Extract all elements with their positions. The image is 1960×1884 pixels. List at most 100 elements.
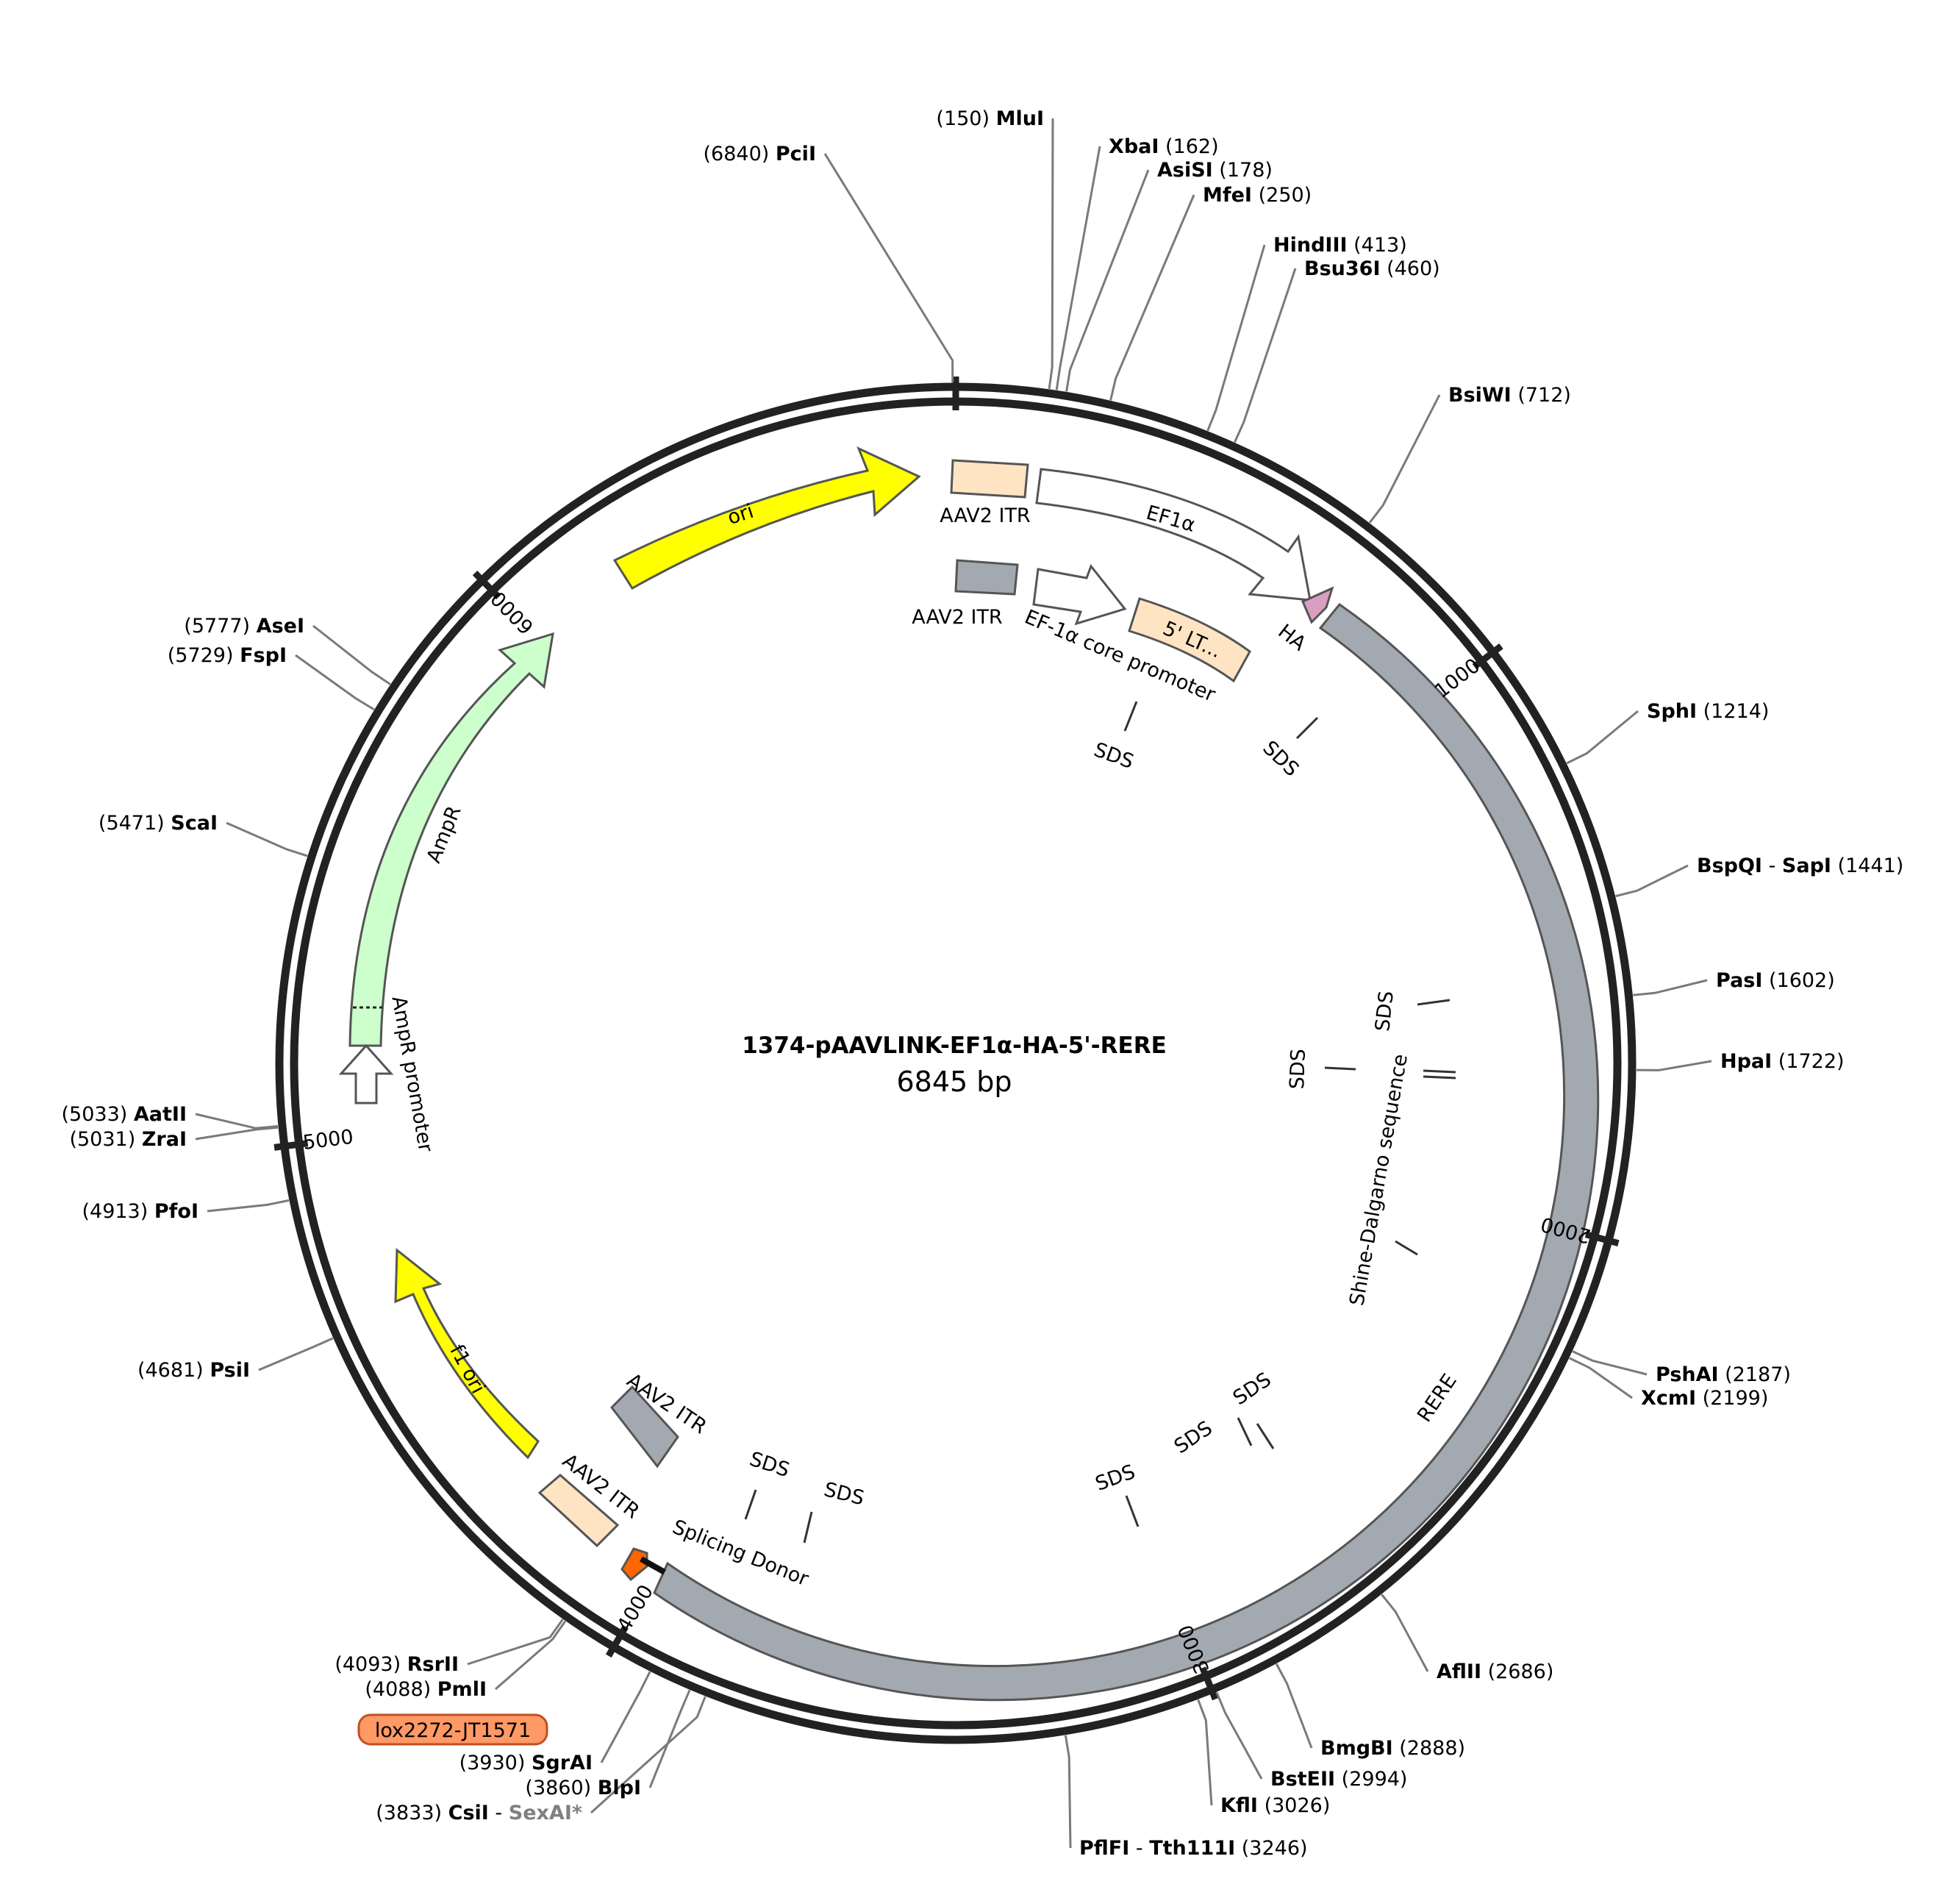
site-csii[interactable]: (3833) CsiI - SexAI* — [376, 1802, 582, 1824]
site-leader — [258, 1337, 334, 1371]
site-aflii[interactable]: AflII (2686) — [1437, 1660, 1553, 1683]
site-asei[interactable]: (5777) AseI — [184, 615, 304, 638]
tick-mark — [1199, 1666, 1219, 1701]
site-bsiwi[interactable]: BsiWI (712) — [1448, 384, 1571, 407]
tick-mark — [273, 1140, 309, 1151]
label-rere: RERE — [1413, 1370, 1462, 1427]
site-hpai[interactable]: HpaI (1722) — [1720, 1050, 1845, 1073]
feature-aav2-itr-1[interactable] — [950, 459, 1029, 499]
site-leader — [1109, 194, 1195, 401]
sds-label: SDS — [1091, 738, 1137, 774]
sds-label: SDS — [1371, 990, 1398, 1032]
tick-mark — [1472, 643, 1503, 670]
sds-label: SDS — [1258, 737, 1303, 782]
sds-label: SDS — [822, 1478, 867, 1510]
label-aav2-itr-1: AAV2 ITR — [940, 504, 1030, 527]
site-leader — [590, 1696, 707, 1814]
label-aav2-itr-2: AAV2 ITR — [912, 606, 1002, 629]
site-pasi[interactable]: PasI (1602) — [1716, 969, 1835, 992]
site-xbai[interactable]: XbaI (162) — [1109, 135, 1219, 158]
site-pcii[interactable]: (6840) PciI — [704, 143, 816, 165]
site-blpi[interactable]: (3860) BlpI — [525, 1777, 641, 1799]
site-rsrii[interactable]: (4093) RsrII — [335, 1653, 459, 1676]
site-pflfi[interactable]: PflFI - Tth111I (3246) — [1079, 1837, 1308, 1860]
feature-ampr[interactable] — [348, 632, 554, 1047]
site-leader — [1572, 1350, 1648, 1376]
label-shine-dalgarno: Shine-Dalgarno sequence — [1345, 1052, 1412, 1307]
site-xcmi[interactable]: XcmI (2199) — [1641, 1387, 1768, 1410]
sds-label: SDS — [1286, 1049, 1310, 1090]
feature-ef1a-core-promoter[interactable] — [1032, 563, 1127, 626]
label-ha: HA — [1273, 620, 1310, 656]
site-mlui[interactable]: (150) MluI — [936, 107, 1044, 130]
site-sgrai[interactable]: (3930) SgrAI — [459, 1752, 593, 1774]
plasmid-name: 1374-pAAVLINK-EF1α-HA-5'-RERE — [742, 1032, 1167, 1059]
site-leader — [195, 1113, 279, 1130]
label-ampr-promoter: AmpR promoter — [387, 994, 437, 1155]
site-leader — [495, 1620, 567, 1691]
site-pfoi[interactable]: (4913) PfoI — [82, 1200, 198, 1223]
site-leader — [226, 821, 308, 857]
feature-aav2-itr-3[interactable] — [610, 1385, 679, 1469]
feature-ampr-promoter[interactable] — [338, 1043, 394, 1105]
site-bsteii[interactable]: BstEII (2994) — [1270, 1768, 1407, 1791]
site-leader — [648, 1689, 691, 1788]
site-leader — [295, 654, 375, 711]
site-leader — [1368, 394, 1441, 524]
site-zrai[interactable]: (5031) ZraI — [69, 1128, 187, 1151]
tick-mark — [1584, 1231, 1620, 1247]
site-leader — [1048, 118, 1054, 389]
site-bspqi[interactable]: BspQI - SapI (1441) — [1697, 854, 1903, 877]
tick-mark — [605, 1624, 629, 1658]
sds-label: SDS — [747, 1448, 793, 1482]
primer-lox2272-box[interactable] — [357, 1713, 548, 1746]
sds-markers: SDS SDS SDS SDS SDS SDS SDS SDS SDS — [744, 701, 1456, 1544]
site-psii[interactable]: (4681) PsiI — [137, 1359, 250, 1382]
feature-aav2-itr-2[interactable] — [954, 559, 1019, 596]
feature-f1-ori[interactable] — [394, 1247, 540, 1460]
site-leader — [312, 624, 391, 685]
feature-ha[interactable] — [1301, 586, 1334, 624]
site-mfei[interactable]: MfeI (250) — [1203, 184, 1312, 207]
site-leader — [1566, 710, 1639, 765]
site-bmgbi[interactable]: BmgBI (2888) — [1320, 1737, 1465, 1760]
site-leader — [195, 1126, 279, 1141]
site-leader — [1275, 1663, 1313, 1749]
feature-5-ltr[interactable] — [1128, 597, 1251, 683]
tick-mark — [472, 571, 501, 600]
site-sphi[interactable]: SphI (1214) — [1647, 700, 1769, 723]
site-leader — [1615, 864, 1689, 898]
site-aatii[interactable]: (5033) AatII — [62, 1103, 187, 1126]
site-leader — [207, 1199, 290, 1213]
site-leader — [1197, 1699, 1213, 1806]
feature-splicing-donor[interactable] — [620, 1547, 648, 1582]
site-asisi[interactable]: AsiSI (178) — [1157, 159, 1273, 182]
site-leader — [1064, 1735, 1072, 1849]
site-pmli[interactable]: (4088) PmlI — [365, 1678, 487, 1701]
site-bsu36i[interactable]: Bsu36I (460) — [1304, 257, 1440, 280]
site-scai[interactable]: (5471) ScaI — [99, 812, 218, 835]
site-hindiii[interactable]: HindIII (413) — [1273, 234, 1407, 257]
site-leader — [1206, 244, 1266, 432]
sds-label: SDS — [1170, 1417, 1217, 1458]
site-leader — [1381, 1594, 1429, 1672]
site-fspi[interactable]: (5729) FspI — [168, 644, 287, 667]
label-f1-ori: f1 ori — [445, 1341, 489, 1398]
site-pshai[interactable]: PshAI (2187) — [1656, 1363, 1791, 1386]
splicing-donor-bar — [640, 1556, 666, 1575]
site-leader — [823, 153, 954, 383]
site-leader — [1633, 979, 1708, 996]
feature-aav2-itr-4[interactable] — [537, 1474, 620, 1548]
site-leader — [467, 1619, 564, 1666]
feature-rere[interactable] — [653, 602, 1600, 1702]
primer-lox2272-label: lox2272-JT1571 — [375, 1719, 531, 1742]
feature-ori[interactable] — [612, 446, 921, 590]
sds-label: SDS — [1092, 1460, 1138, 1496]
tick-label: 5000 — [301, 1126, 354, 1155]
site-leader — [600, 1671, 651, 1763]
site-leader — [1215, 1691, 1263, 1780]
tick-label: 4000 — [613, 1581, 658, 1636]
plasmid-size: 6845 bp — [896, 1066, 1012, 1098]
site-kfli[interactable]: KflI (3026) — [1220, 1794, 1330, 1817]
